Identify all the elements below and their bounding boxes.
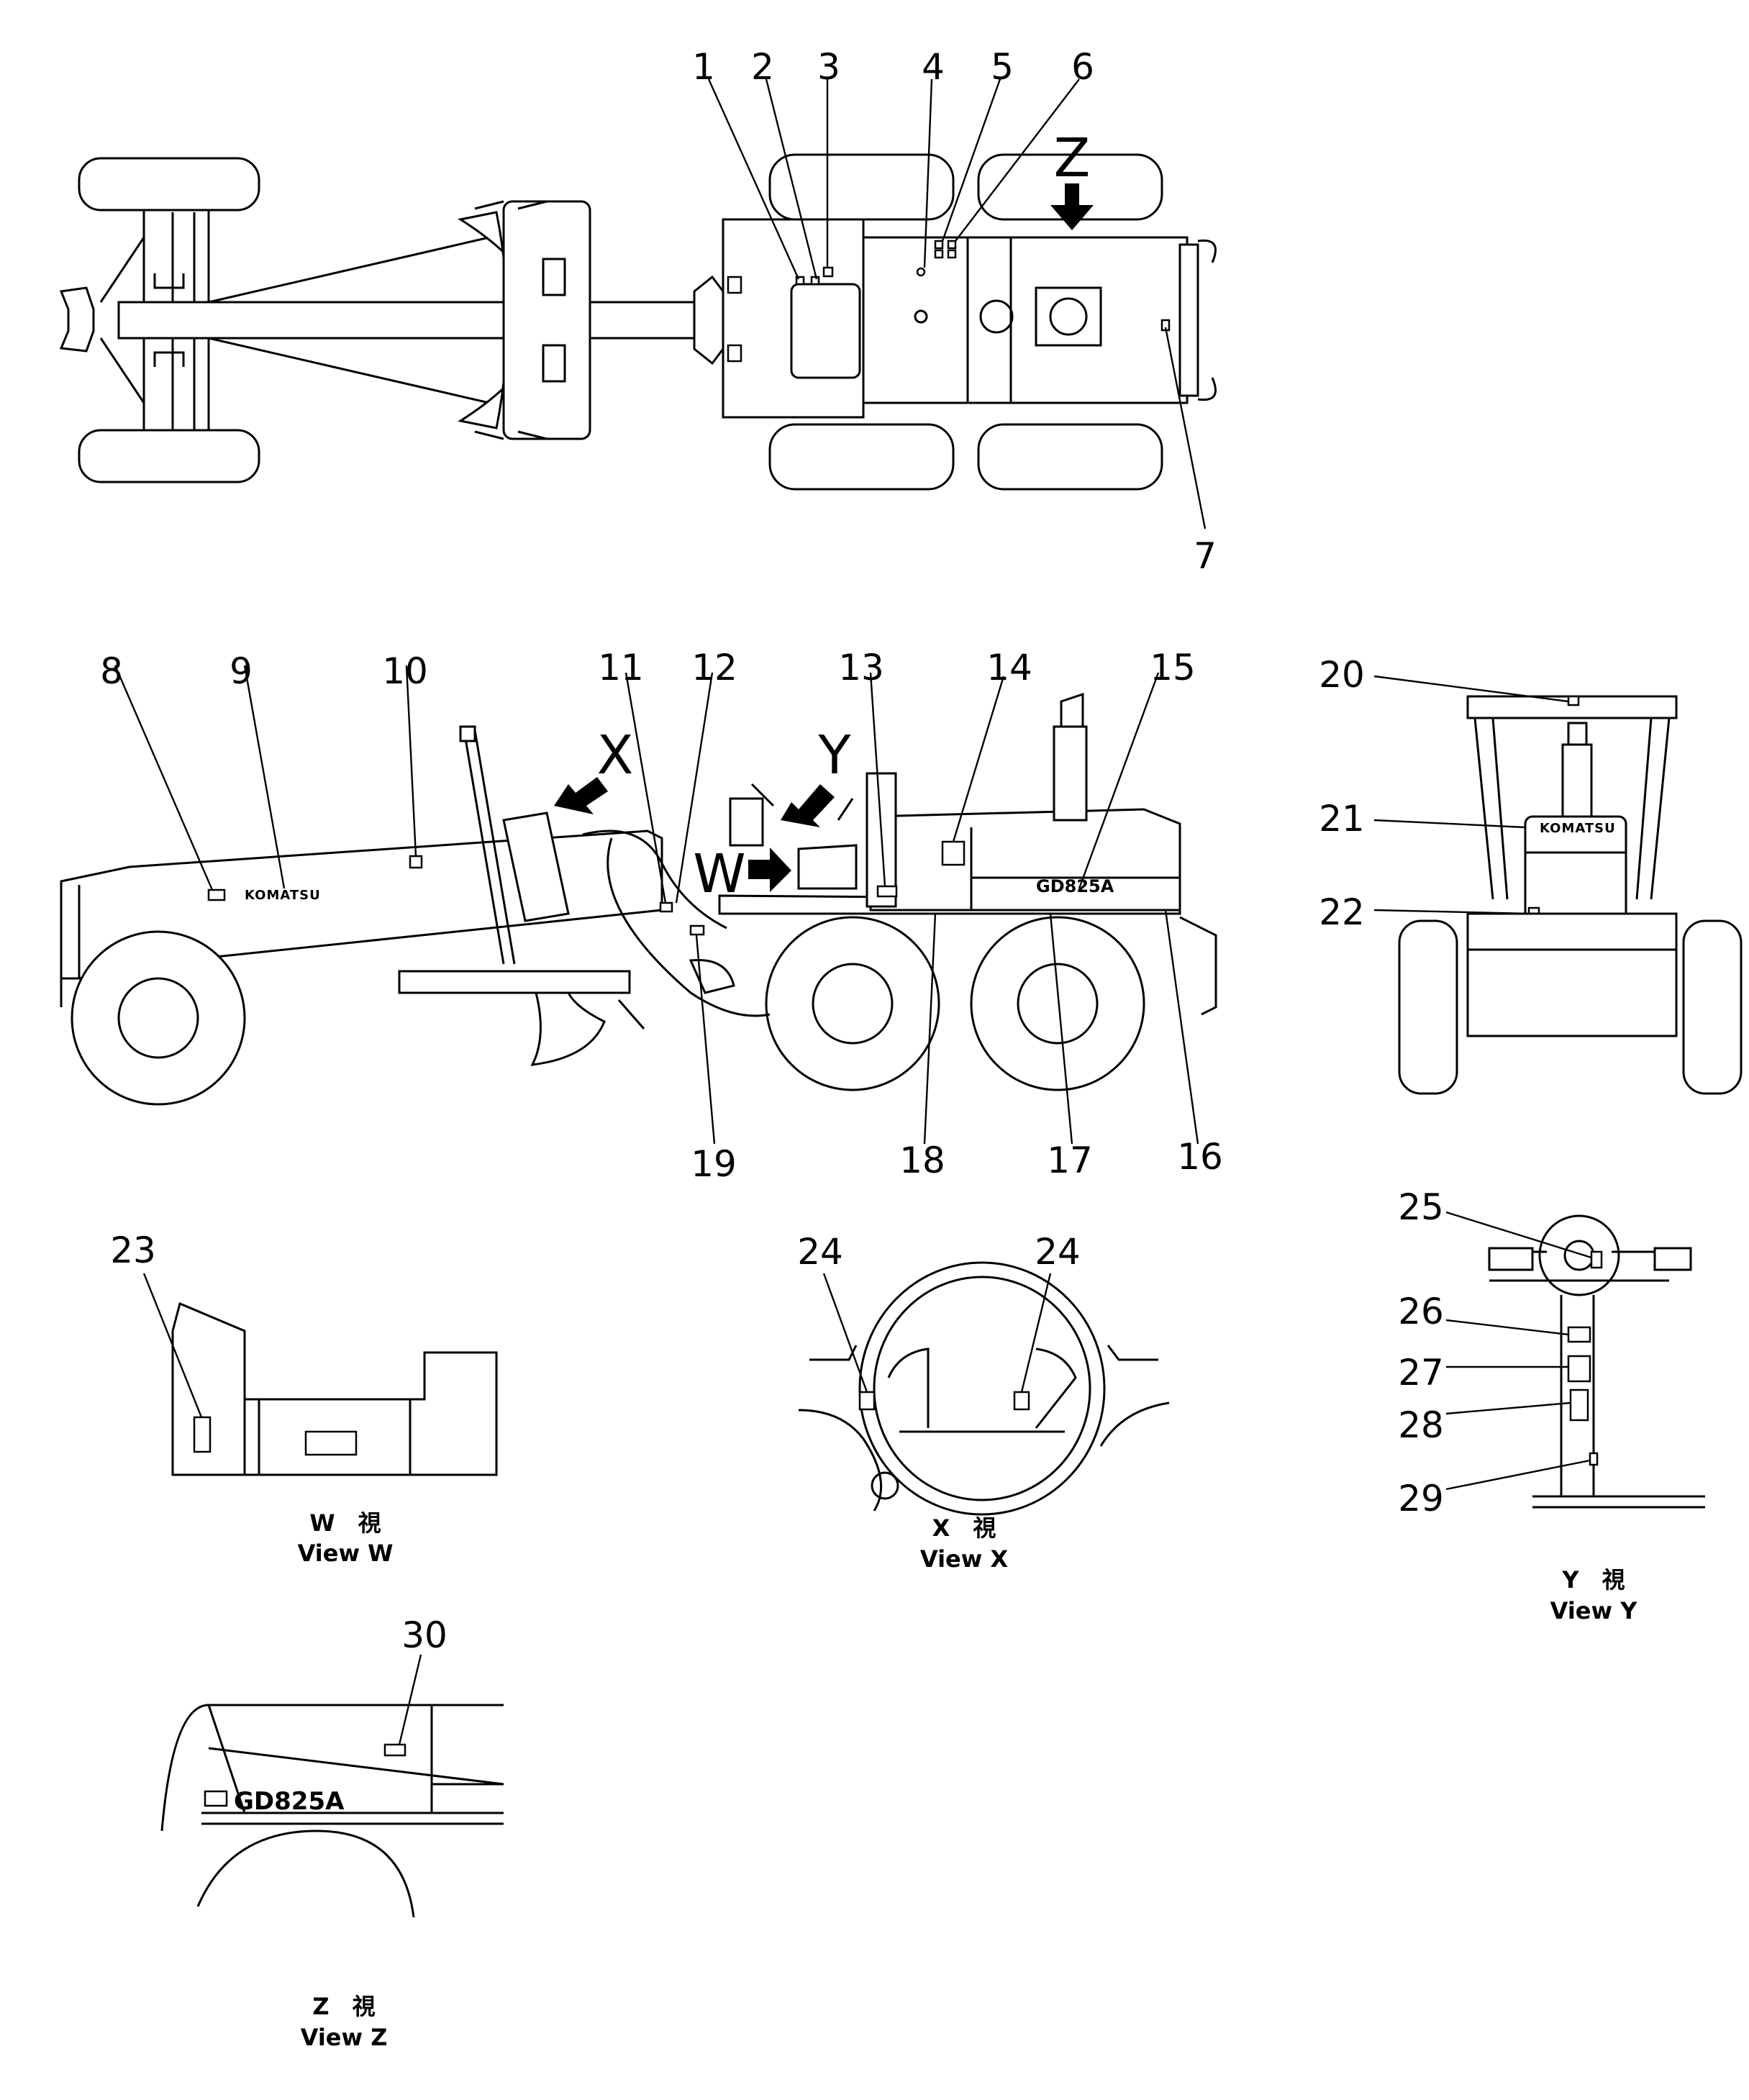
view-x-caption: View X xyxy=(920,1545,1009,1573)
callout-6: 6 xyxy=(1071,46,1094,88)
callout-16: 16 xyxy=(1177,1136,1223,1178)
callout-11: 11 xyxy=(598,647,644,688)
view-w-caption: View W xyxy=(298,1540,394,1567)
front-brand-decal: KOMATSU xyxy=(1540,821,1616,836)
callout-20: 20 xyxy=(1319,654,1365,696)
callout-3: 3 xyxy=(817,46,840,88)
callout-24-left: 24 xyxy=(797,1231,843,1273)
view-x-kanji: X 視 xyxy=(932,1514,996,1542)
view-letter-w: W xyxy=(693,843,745,905)
callout-1: 1 xyxy=(692,46,715,88)
view-letters: Z X Y W xyxy=(597,127,1091,905)
callout-4: 4 xyxy=(922,46,945,88)
callout-labels: 1 2 3 4 5 6 7 8 9 10 11 12 13 14 15 16 1… xyxy=(100,46,1444,1656)
callout-18: 18 xyxy=(899,1140,945,1181)
callout-25: 25 xyxy=(1398,1186,1444,1228)
view-letter-x: X xyxy=(597,724,634,786)
view-y-caption: View Y xyxy=(1550,1597,1638,1624)
view-letter-z: Z xyxy=(1054,127,1091,189)
view-z-drawing: GD825A xyxy=(160,1704,504,1918)
callout-15: 15 xyxy=(1150,647,1196,688)
front-view-drawing: KOMATSU xyxy=(1398,695,1743,1095)
view-x-drawing xyxy=(798,1261,1170,1516)
callout-29: 29 xyxy=(1398,1478,1444,1519)
callout-30: 30 xyxy=(401,1614,448,1656)
callout-19: 19 xyxy=(691,1143,737,1185)
callout-17: 17 xyxy=(1047,1140,1093,1181)
side-view-drawing: KOMATSU GD825A xyxy=(60,692,1217,1106)
top-view-drawing xyxy=(59,153,1217,491)
view-z-kanji: Z 視 xyxy=(312,1993,375,2020)
callout-21: 21 xyxy=(1319,798,1365,840)
view-letter-y: Y xyxy=(817,724,851,786)
callout-28: 28 xyxy=(1398,1404,1444,1446)
callout-13: 13 xyxy=(838,647,884,688)
callout-12: 12 xyxy=(691,647,737,688)
view-captions: W 視 View W X 視 View X Y 視 View Y Z 視 Vie… xyxy=(298,1509,1638,2051)
view-y-kanji: Y 視 xyxy=(1561,1566,1625,1594)
callout-5: 5 xyxy=(991,46,1014,88)
callout-9: 9 xyxy=(230,650,253,692)
view-y-drawing xyxy=(1488,1214,1705,1509)
callout-8: 8 xyxy=(100,650,123,692)
callout-24-right: 24 xyxy=(1035,1231,1081,1273)
leader-lines xyxy=(114,78,1592,1745)
callout-26: 26 xyxy=(1398,1291,1444,1332)
callout-7: 7 xyxy=(1194,535,1217,577)
callout-2: 2 xyxy=(751,46,774,88)
callout-23: 23 xyxy=(110,1229,156,1271)
callout-22: 22 xyxy=(1319,891,1365,933)
side-model-decal: GD825A xyxy=(1036,876,1114,896)
view-w-drawing xyxy=(171,1301,498,1476)
side-brand-decal: KOMATSU xyxy=(245,888,321,903)
callout-10: 10 xyxy=(382,650,428,692)
z-model-decal: GD825A xyxy=(234,1787,345,1816)
view-w-kanji: W 視 xyxy=(309,1509,381,1537)
callout-14: 14 xyxy=(986,647,1032,688)
callout-27: 27 xyxy=(1398,1352,1444,1394)
view-z-caption: View Z xyxy=(301,2024,388,2051)
